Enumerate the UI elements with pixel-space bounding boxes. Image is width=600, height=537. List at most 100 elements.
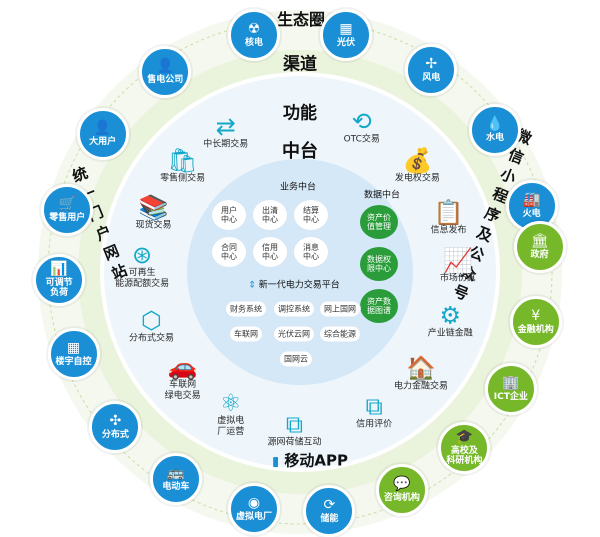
function-icon: ⬡ (141, 306, 162, 335)
stakeholder-icon: 👤 (156, 58, 174, 75)
function-item[interactable]: 🚗车联网绿电交易 (165, 354, 201, 402)
function-label: 现货交易 (135, 220, 172, 231)
partner-icon: 💬 (393, 476, 411, 493)
stakeholder-label: 光伏 (336, 38, 355, 49)
stakeholder-label: 可调节负荷 (45, 278, 73, 299)
stakeholder-node[interactable]: ▦楼宇自控 (47, 328, 100, 381)
stakeholder-label: 零售用户 (49, 212, 86, 223)
function-label: 虚拟电厂运营 (217, 416, 245, 437)
function-icon: ⇄ (215, 112, 236, 141)
business-center-tile[interactable]: 结算中心 (293, 199, 329, 231)
stakeholder-node[interactable]: 👤大用户 (76, 107, 129, 160)
stakeholder-icon: 👤 (93, 119, 112, 136)
stakeholder-node[interactable]: ▦光伏 (319, 9, 372, 62)
data-center-tile[interactable]: 数据权限中心 (360, 247, 398, 281)
partner-node[interactable]: ¥金融机构 (509, 296, 562, 349)
stakeholder-node[interactable]: 🛒零售用户 (41, 183, 94, 236)
function-item[interactable]: 💰发电权交易 (395, 148, 440, 185)
data-center-tile[interactable]: 资产价值管理 (360, 205, 398, 239)
platform-pill[interactable]: 网上国网 (319, 300, 361, 318)
stakeholder-label: 大用户 (89, 136, 117, 147)
stakeholder-node[interactable]: ☢核电 (228, 9, 280, 62)
business-center-tile[interactable]: 出清中心 (252, 199, 288, 231)
partner-node[interactable]: 💬咨询机构 (375, 464, 428, 517)
business-center-title: 业务中台 (279, 182, 317, 193)
function-label: 中长期交易 (203, 139, 249, 150)
stakeholder-label: 核电 (244, 38, 263, 49)
business-center-tile[interactable]: 合同中心 (211, 236, 247, 268)
platform-pill[interactable]: 车联网 (229, 325, 263, 343)
partner-label: 政府 (530, 249, 549, 260)
function-item[interactable]: 📚现货交易 (135, 194, 171, 231)
function-item[interactable]: ⊛可再生能源配额交易 (115, 242, 169, 290)
partner-node[interactable]: 🏢ICT企业 (484, 362, 537, 415)
platform-pill[interactable]: 财务系统 (225, 300, 267, 318)
partner-label: ICT企业 (493, 391, 528, 402)
partner-node[interactable]: 🎓高校及科研机构 (438, 422, 491, 475)
platform-pill[interactable]: 光伏云网 (273, 325, 315, 343)
function-title: 功能 (283, 103, 317, 124)
function-item[interactable]: ⚛虚拟电厂运营 (217, 390, 244, 438)
stakeholder-label: 分布式 (101, 429, 129, 440)
stakeholder-node[interactable]: ⟳储能 (303, 485, 356, 537)
stakeholder-node[interactable]: 🚌电动车 (149, 452, 202, 505)
function-item[interactable]: 🏠电力金融交易 (394, 355, 448, 392)
function-item[interactable]: ⬡分布式交易 (129, 308, 174, 345)
function-item[interactable]: ⚙产业链金融 (428, 302, 473, 339)
function-item[interactable]: ⧉信用评价 (356, 393, 392, 430)
function-item[interactable]: 📋信息发布 (430, 199, 466, 236)
partner-label: 高校及科研机构 (446, 446, 483, 467)
business-center-tile[interactable]: 用户中心 (211, 199, 247, 231)
function-icon: ⊛ (132, 241, 153, 270)
stakeholder-node[interactable]: ✣分布式 (89, 400, 142, 453)
platform-title: ⇕ 新一代电力交易平台 (248, 280, 340, 291)
function-icon: 📈 (442, 246, 473, 275)
stakeholder-icon: ✣ (109, 412, 122, 429)
function-item[interactable]: ⧉源网荷储互动 (267, 411, 321, 448)
function-icon: ⚙ (439, 301, 462, 330)
function-label: 可再生能源配额交易 (115, 268, 170, 290)
stakeholder-icon: 🚌 (167, 464, 185, 481)
center-title: 中台 (282, 141, 318, 162)
data-center-title: 数据中台 (363, 190, 401, 201)
function-icon: 🛍 (167, 146, 198, 175)
stakeholder-icon: ▦ (66, 340, 81, 357)
function-label: 源网荷储互动 (267, 437, 322, 448)
platform-pill[interactable]: 国网云 (279, 350, 313, 368)
function-label: OTC交易 (343, 134, 380, 145)
stakeholder-node[interactable]: ◉虚拟电厂 (228, 482, 280, 535)
function-label: 信息发布 (430, 225, 467, 236)
function-item[interactable]: 📈市场仿真 (440, 248, 476, 285)
partner-node[interactable]: 🏛政府 (513, 220, 566, 273)
function-item[interactable]: 🛍零售侧交易 (160, 148, 205, 185)
stakeholder-icon: ✢ (425, 55, 438, 72)
stakeholder-node[interactable]: 💧水电 (468, 104, 521, 157)
stakeholder-node[interactable]: 👤售电公司 (139, 46, 192, 99)
partner-icon: 🏛 (530, 232, 549, 249)
platform-pill[interactable]: 综合能源 (319, 325, 361, 343)
function-label: 分布式交易 (129, 333, 175, 344)
stakeholder-node[interactable]: 📊可调节负荷 (33, 254, 86, 307)
stakeholder-icon: ⟳ (323, 497, 336, 514)
stakeholder-label: 楼宇自控 (55, 357, 92, 368)
stakeholder-node[interactable]: ✢风电 (405, 43, 458, 96)
ecosystem-ring-dash (47, 19, 553, 525)
data-center-tile[interactable]: 资产数据图谱 (360, 289, 398, 323)
stakeholder-label: 售电公司 (147, 75, 184, 86)
function-item[interactable]: ⇄中长期交易 (203, 114, 248, 151)
stakeholder-icon: 🏭 (522, 191, 541, 208)
stakeholder-label: 储能 (320, 514, 339, 525)
mobile-app-title: ▮ 移动APP (272, 451, 348, 470)
function-item[interactable]: ⟲OTC交易 (344, 108, 380, 145)
function-label: 电力金融交易 (394, 381, 449, 392)
stakeholder-icon: 📊 (50, 261, 68, 278)
partner-label: 咨询机构 (383, 493, 420, 504)
business-center-tile[interactable]: 消息中心 (293, 236, 329, 268)
function-icon: ⧉ (365, 392, 383, 420)
platform-pill[interactable]: 调控系统 (273, 300, 315, 318)
business-center-tile[interactable]: 信用中心 (252, 236, 288, 268)
stakeholder-icon: ◉ (247, 494, 261, 511)
function-icon: 🏠 (406, 354, 436, 383)
function-icon: ⧉ (285, 410, 304, 439)
